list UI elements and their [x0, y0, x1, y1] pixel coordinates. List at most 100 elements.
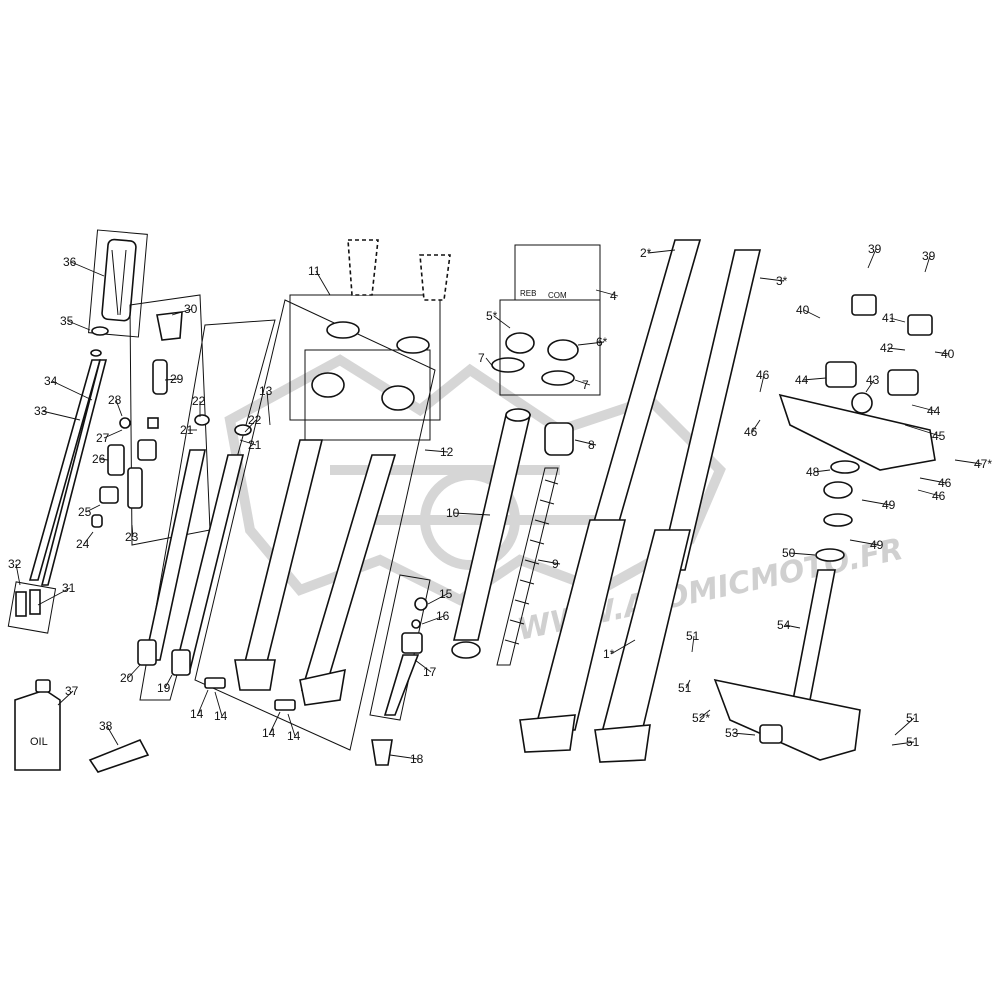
callout-leader-c40 — [803, 309, 821, 319]
callout-label-c31: 31 — [62, 581, 76, 595]
spring-and-tube — [451, 357, 575, 666]
callout-leader-c26 — [99, 458, 109, 461]
callout-label-c50: 50 — [782, 546, 796, 560]
callout-leader-c32 — [15, 563, 21, 586]
callout-leader-c51 — [691, 635, 695, 653]
seal-kit — [289, 239, 451, 441]
callout-label-c14: 14 — [287, 729, 301, 743]
callout-label-c30: 30 — [184, 302, 198, 316]
callout-leader-c2 — [647, 249, 676, 254]
adjuster-caps: REB COM — [499, 244, 601, 396]
callout-label-c46: 46 — [744, 425, 758, 439]
callout-label-c52: 52* — [692, 711, 710, 725]
callout-label-c45: 45 — [932, 429, 946, 443]
callout-leader-c53 — [732, 732, 756, 736]
callout-leader-c44 — [911, 404, 936, 412]
callout-label-c51: 51 — [906, 711, 920, 725]
callout-leader-c14 — [269, 711, 281, 734]
callout-label-c14: 14 — [214, 709, 228, 723]
callout-leader-c35 — [67, 320, 91, 331]
callout-label-c33: 33 — [34, 404, 48, 418]
callout-label-c9: 9 — [552, 557, 559, 571]
callout-leader-c13 — [266, 390, 271, 426]
rebound-adjuster-label: REB — [520, 289, 536, 298]
callout-leader-c37 — [57, 690, 74, 706]
callout-leader-c31 — [37, 587, 71, 606]
oil-bottle-label: OIL — [30, 736, 48, 748]
callout-leader-c14 — [287, 713, 296, 737]
callout-label-c21: 21 — [180, 423, 194, 437]
callout-label-c43: 43 — [866, 373, 880, 387]
callout-leader-c46 — [917, 489, 941, 497]
inner-cartridges — [137, 319, 276, 701]
callout-leader-c42 — [887, 347, 906, 351]
callout-label-c26: 26 — [92, 452, 106, 466]
callout-label-c1: 1* — [603, 647, 615, 661]
cartridge-column — [7, 229, 148, 634]
callout-label-c13: 13 — [259, 384, 273, 398]
compression-adjuster-label: COM — [548, 291, 567, 300]
callout-leader-c12 — [424, 449, 449, 453]
callout-leader-c25 — [85, 504, 101, 513]
callout-leader-c23 — [131, 524, 134, 538]
callout-label-c40: 40 — [941, 347, 955, 361]
callout-label-c20: 20 — [120, 671, 134, 685]
callout-leader-c17 — [414, 659, 432, 673]
callout-label-c2: 2* — [640, 246, 652, 260]
triple-clamps — [713, 294, 936, 761]
callout-leader-c46 — [759, 374, 765, 393]
oil-and-grease: OIL — [14, 679, 150, 773]
callout-leader-c45 — [904, 424, 941, 437]
callout-label-c4: 4 — [610, 289, 617, 303]
callout-leader-c47 — [954, 459, 983, 465]
callout-label-c49: 49 — [882, 498, 896, 512]
lower-legs — [194, 299, 436, 751]
callout-leader-c16 — [421, 615, 445, 625]
callout-leader-c49 — [861, 499, 891, 506]
callout-label-c49: 49 — [870, 538, 884, 552]
callout-label-c17: 17 — [423, 665, 437, 679]
callout-leader-c29 — [164, 378, 179, 381]
callout-label-c8: 8 — [588, 438, 595, 452]
callout-label-c15: 15 — [439, 587, 453, 601]
callout-leader-c46 — [919, 477, 947, 484]
callout-leader-c22 — [244, 419, 257, 433]
callout-leader-c24 — [83, 531, 94, 545]
callout-leader-c7 — [485, 357, 495, 369]
callout-label-c11: 11 — [308, 264, 321, 278]
callout-leader-c11 — [315, 270, 331, 296]
callout-label-c44: 44 — [795, 373, 809, 387]
callout-leader-c41 — [889, 317, 906, 323]
callout-leader-c14 — [197, 689, 209, 715]
callout-leader-c43 — [865, 379, 875, 393]
callout-leader-c51 — [891, 741, 915, 746]
callout-label-c12: 12 — [440, 445, 454, 459]
callout-label-c46: 46 — [938, 476, 952, 490]
callout-label-c51: 51 — [906, 735, 920, 749]
callout-label-c7: 7 — [478, 351, 485, 365]
callout-label-c5: 5* — [486, 309, 498, 323]
callout-leader-c46 — [751, 419, 761, 433]
callout-leader-c49 — [849, 539, 879, 546]
callout-label-c29: 29 — [170, 372, 184, 386]
fork-legs — [519, 239, 762, 763]
callout-leader-c1 — [610, 639, 636, 655]
callout-label-c34: 34 — [44, 374, 58, 388]
callout-leader-c21 — [239, 439, 257, 446]
callout-leader-c20 — [127, 664, 141, 679]
callout-leader-c6 — [577, 341, 605, 346]
callout-label-c54: 54 — [777, 618, 791, 632]
callout-leader-c40 — [934, 351, 950, 355]
callout-label-c7: 7 — [582, 378, 589, 392]
callout-leader-c9 — [537, 559, 561, 565]
callout-label-c28: 28 — [108, 393, 122, 407]
callout-leader-c19 — [164, 674, 173, 689]
callout-leader-c7 — [574, 379, 591, 386]
damper-assembly — [369, 574, 431, 766]
callout-leader-c8 — [574, 439, 597, 446]
callout-leader-c33 — [41, 410, 81, 421]
callout-label-c10: 10 — [446, 506, 460, 520]
callout-leader-c27 — [103, 429, 123, 439]
callout-leader-c18 — [389, 754, 419, 760]
